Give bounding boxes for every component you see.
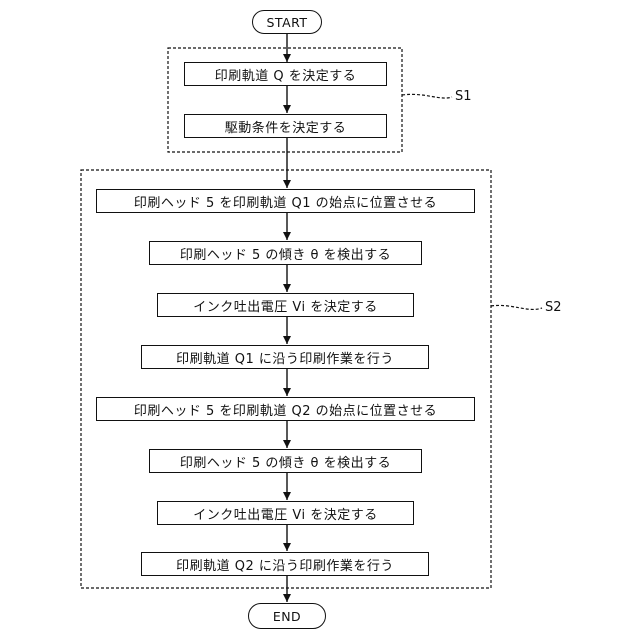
step-label: 印刷ヘッド 5 を印刷軌道 Q2 の始点に位置させる bbox=[134, 400, 437, 419]
step-label: インク吐出電圧 Vi を決定する bbox=[193, 504, 377, 523]
step-label: 印刷軌道 Q を決定する bbox=[215, 65, 357, 84]
start-label: START bbox=[266, 15, 307, 30]
step-print-along-q1: 印刷軌道 Q1 に沿う印刷作業を行う bbox=[141, 345, 429, 369]
step-print-along-q2: 印刷軌道 Q2 に沿う印刷作業を行う bbox=[141, 552, 429, 576]
group-s2-frame bbox=[81, 170, 491, 588]
step-label: 駆動条件を決定する bbox=[225, 117, 347, 136]
end-label: END bbox=[273, 609, 301, 624]
group-s2-leader bbox=[491, 305, 542, 309]
step-determine-print-track: 印刷軌道 Q を決定する bbox=[184, 62, 387, 86]
step-label: 印刷軌道 Q1 に沿う印刷作業を行う bbox=[176, 348, 394, 367]
step-position-head-q2-start: 印刷ヘッド 5 を印刷軌道 Q2 の始点に位置させる bbox=[96, 397, 475, 421]
step-detect-head-tilt: 印刷ヘッド 5 の傾き θ を検出する bbox=[149, 241, 422, 265]
step-determine-drive-conditions: 駆動条件を決定する bbox=[184, 114, 387, 138]
group-s2-label: S2 bbox=[545, 300, 562, 315]
step-label: 印刷ヘッド 5 を印刷軌道 Q1 の始点に位置させる bbox=[134, 192, 437, 211]
step-label: 印刷ヘッド 5 の傾き θ を検出する bbox=[180, 244, 391, 263]
step-label: 印刷軌道 Q2 に沿う印刷作業を行う bbox=[176, 555, 394, 574]
step-position-head-q1-start: 印刷ヘッド 5 を印刷軌道 Q1 の始点に位置させる bbox=[96, 189, 475, 213]
step-label: インク吐出電圧 Vi を決定する bbox=[193, 296, 377, 315]
group-s1-leader bbox=[402, 94, 452, 98]
step-determine-ink-voltage: インク吐出電圧 Vi を決定する bbox=[157, 293, 414, 317]
group-s1-label: S1 bbox=[455, 89, 472, 104]
step-detect-head-tilt-2: 印刷ヘッド 5 の傾き θ を検出する bbox=[149, 449, 422, 473]
step-label: 印刷ヘッド 5 の傾き θ を検出する bbox=[180, 452, 391, 471]
start-terminal: START bbox=[252, 10, 322, 34]
step-determine-ink-voltage-2: インク吐出電圧 Vi を決定する bbox=[157, 501, 414, 525]
end-terminal: END bbox=[248, 603, 326, 629]
